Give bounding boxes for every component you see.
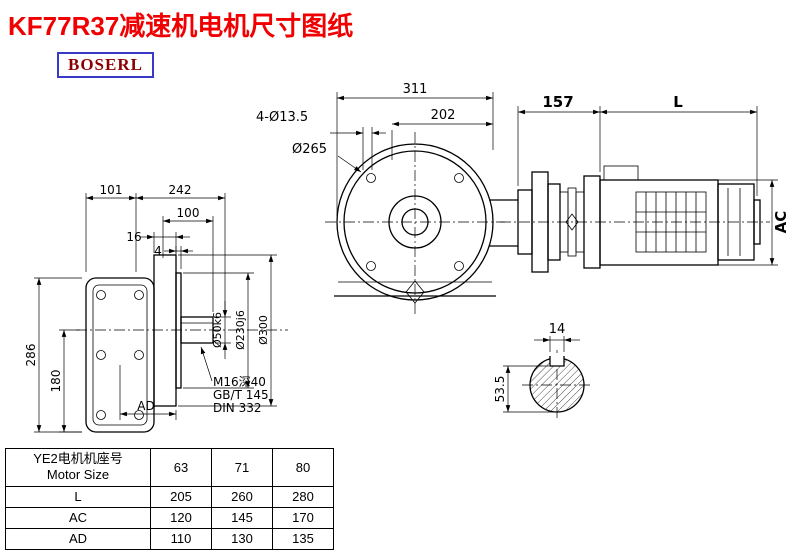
table-header-cell: YE2电机机座号 Motor Size xyxy=(5,448,151,487)
dim-flange-circle: Ø265 xyxy=(292,142,327,157)
table-row-AC: AC 120 145 170 xyxy=(5,506,334,529)
flange-bolt-hole xyxy=(366,261,376,271)
value-AD-80: 135 xyxy=(272,527,334,550)
row-label-AD: AD xyxy=(5,527,151,550)
table-row-L: L 205 260 280 xyxy=(5,485,334,508)
front-view-dimensions: 311 202 4-Ø13.5 Ø265 157 L AC xyxy=(256,82,790,266)
dim-4: 4 xyxy=(154,244,162,258)
dim-16: 16 xyxy=(126,230,141,244)
value-L-80: 280 xyxy=(272,485,334,508)
dim-AD: AD xyxy=(137,399,154,413)
dim-286: 286 xyxy=(24,344,38,367)
drain-plug xyxy=(405,280,425,304)
dim-53-5: 53.5 xyxy=(493,376,507,403)
shaft-cross-section: 14 53.5 xyxy=(493,322,592,420)
value-L-63: 205 xyxy=(150,485,212,508)
table-size-63: 63 xyxy=(150,448,212,487)
terminal-box xyxy=(603,165,639,181)
value-AD-71: 130 xyxy=(211,527,273,550)
table-header-cn: YE2电机机座号 xyxy=(33,451,123,466)
dim-101: 101 xyxy=(100,183,123,197)
row-label-AC: AC xyxy=(5,506,151,529)
note-thread: M16深40 xyxy=(213,375,266,389)
dim-L: L xyxy=(673,93,683,111)
value-AC-80: 170 xyxy=(272,506,334,529)
dim-202: 202 xyxy=(431,108,456,123)
stator-section xyxy=(635,191,707,253)
page-title: KF77R37减速机电机尺寸图纸 xyxy=(8,11,354,41)
table-size-80: 80 xyxy=(272,448,334,487)
dim-14: 14 xyxy=(549,322,566,337)
value-AC-71: 145 xyxy=(211,506,273,529)
keyway xyxy=(549,356,565,367)
reducer-front-view xyxy=(325,132,770,316)
dim-shaft-diameter: Ø50k6 xyxy=(211,312,224,348)
flange-bolt-hole xyxy=(454,173,464,183)
table-header-en: Motor Size xyxy=(46,467,110,483)
dim-157: 157 xyxy=(542,93,573,111)
dim-242: 242 xyxy=(169,183,192,197)
dim-bolt-holes: 4-Ø13.5 xyxy=(256,110,308,125)
table-size-71: 71 xyxy=(211,448,273,487)
brand-logo: BOSERL xyxy=(57,52,154,78)
flange-bolt-hole xyxy=(366,173,376,183)
value-AC-63: 120 xyxy=(150,506,212,529)
reducer-side-view: 286 180 101 242 100 16 4 xyxy=(24,183,288,433)
note-din-standard: DIN 332 xyxy=(213,401,261,415)
value-L-71: 260 xyxy=(211,485,273,508)
dim-100: 100 xyxy=(177,206,200,220)
motor-side-view xyxy=(517,165,761,273)
dim-flange-diameter: Ø300 xyxy=(257,315,270,345)
dim-311: 311 xyxy=(403,82,428,97)
row-label-L: L xyxy=(5,485,151,508)
dim-AC: AC xyxy=(772,211,790,234)
flange-bolt-hole xyxy=(454,261,464,271)
note-gb-standard: GB/T 145 xyxy=(213,388,269,402)
value-AD-63: 110 xyxy=(150,527,212,550)
table-row-AD: AD 110 130 135 xyxy=(5,527,334,550)
table-header-row: YE2电机机座号 Motor Size 63 71 80 xyxy=(5,448,334,487)
motor-size-table: YE2电机机座号 Motor Size 63 71 80 L 205 260 2… xyxy=(5,448,334,550)
dim-spigot-diameter: Ø230j6 xyxy=(234,310,247,350)
dim-180: 180 xyxy=(49,370,63,393)
